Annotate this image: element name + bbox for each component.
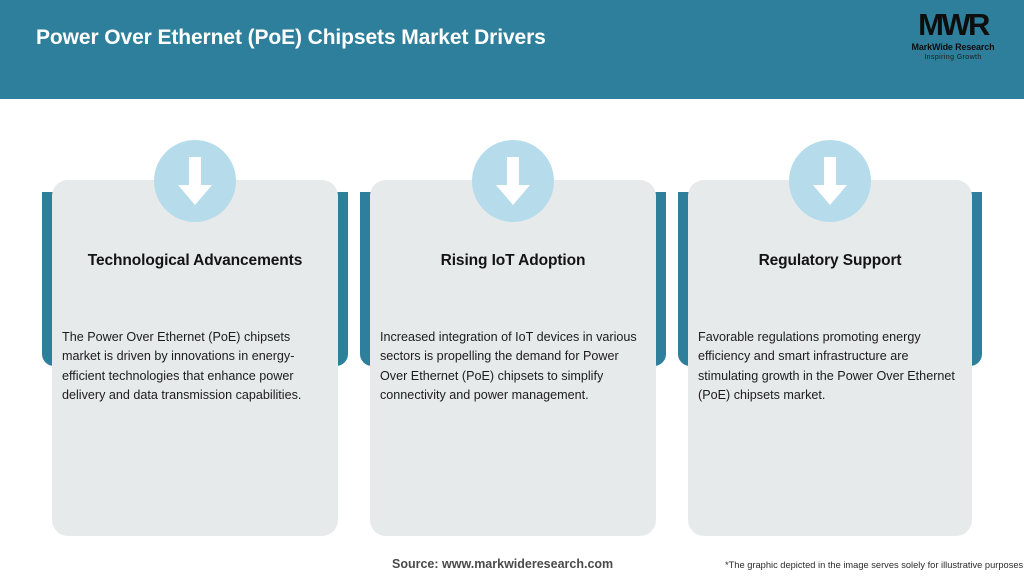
driver-card-body-1: The Power Over Ethernet (PoE) chipsets m…	[62, 330, 302, 402]
down-arrow-icon	[810, 155, 850, 207]
logo-tagline: Inspiring Growth	[924, 54, 982, 61]
driver-icon-badge-1	[154, 140, 236, 222]
driver-card-heading-1: Technological Advancements	[87, 252, 303, 269]
driver-icon-badge-2	[472, 140, 554, 222]
driver-card-3: Regulatory Support Favorable regulations…	[688, 180, 972, 536]
disclaimer-label: *The graphic depicted in the image serve…	[725, 560, 1024, 570]
driver-card-body-3: Favorable regulations promoting energy e…	[698, 330, 955, 402]
down-arrow-icon	[493, 155, 533, 207]
source-label: Source: www.markwideresearch.com	[392, 557, 614, 571]
brand-logo: MWR MarkWide Research Inspiring Growth	[900, 8, 1006, 66]
page-title: Power Over Ethernet (PoE) Chipsets Marke…	[36, 26, 546, 49]
down-arrow-icon	[175, 155, 215, 207]
driver-card-heading-2: Rising IoT Adoption	[440, 252, 586, 269]
driver-card-heading-3: Regulatory Support	[758, 252, 902, 269]
driver-icon-badge-3	[789, 140, 871, 222]
logo-monogram: MWR	[918, 7, 990, 42]
header-band: Power Over Ethernet (PoE) Chipsets Marke…	[0, 0, 1024, 99]
logo-company-name: MarkWide Research	[911, 42, 995, 52]
driver-card-1: Technological Advancements The Power Ove…	[52, 180, 338, 536]
driver-card-body-2: Increased integration of IoT devices in …	[380, 330, 637, 402]
driver-card-2: Rising IoT Adoption Increased integratio…	[370, 180, 656, 536]
